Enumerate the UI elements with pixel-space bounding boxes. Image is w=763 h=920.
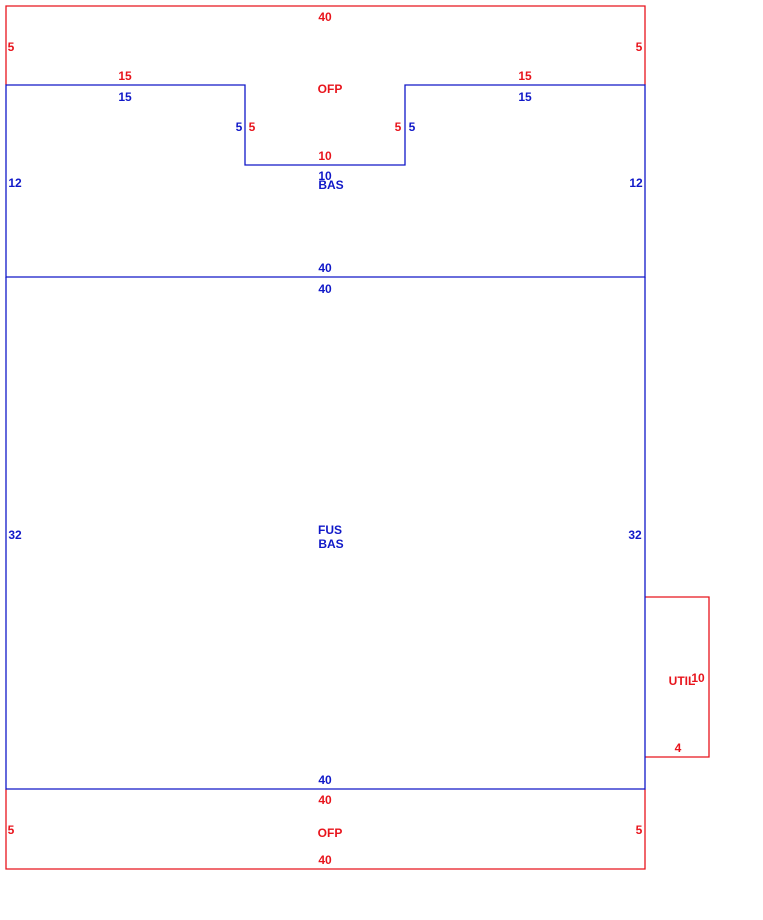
- fus-bas-dim-left: 32: [8, 528, 22, 542]
- ofp-top-dim-top: 40: [318, 10, 332, 24]
- bas-top-outline: [5, 84, 646, 278]
- bas-top-dim-left: 12: [8, 176, 22, 190]
- ofp-top-dim-notch-left: 5: [249, 120, 256, 134]
- ofp-top-dim-right-run: 15: [518, 69, 532, 83]
- fus-bas-outline: [5, 277, 646, 790]
- util-dim-side: 10: [691, 671, 705, 685]
- ofp-bottom-dim-bottom: 40: [318, 853, 332, 867]
- ofp-bottom-dim-left: 5: [8, 823, 15, 837]
- bas-top-dim-notch-left: 5: [236, 120, 243, 134]
- bas-top-dim-bottom: 40: [318, 261, 332, 275]
- fus-bas-label-line2: BAS: [318, 537, 343, 551]
- ofp-bottom-outline: [5, 789, 646, 870]
- util-outline: [645, 596, 710, 758]
- fus-bas-dim-top: 40: [318, 282, 332, 296]
- bas-top-dim-notch-bottom: 10: [318, 169, 332, 183]
- bas-top-label: BAS: [318, 178, 343, 192]
- ofp-top-dim-notch-right: 5: [395, 120, 402, 134]
- ofp-bottom-dim-top: 40: [318, 793, 332, 807]
- util-dim-bottom: 4: [675, 741, 682, 755]
- bas-top-dim-right: 12: [629, 176, 643, 190]
- fus-bas-dim-bottom: 40: [318, 773, 332, 787]
- bas-top-dim-right-run: 15: [518, 90, 532, 104]
- ofp-top-dim-right: 5: [636, 40, 643, 54]
- util-label: UTIL: [669, 674, 696, 688]
- ofp-top-dim-notch-bottom: 10: [318, 149, 332, 163]
- ofp-bottom-label: OFP: [318, 826, 343, 840]
- fus-bas-dim-right: 32: [628, 528, 642, 542]
- bas-top-dim-notch-right: 5: [409, 120, 416, 134]
- ofp-top-label: OFP: [318, 82, 343, 96]
- bas-top-dim-left-run: 15: [118, 90, 132, 104]
- ofp-top-dim-left: 5: [8, 40, 15, 54]
- ofp-top-outline: [5, 5, 646, 85]
- ofp-bottom-dim-right: 5: [636, 823, 643, 837]
- fus-bas-label-line1: FUS: [318, 523, 342, 537]
- ofp-top-dim-left-run: 15: [118, 69, 132, 83]
